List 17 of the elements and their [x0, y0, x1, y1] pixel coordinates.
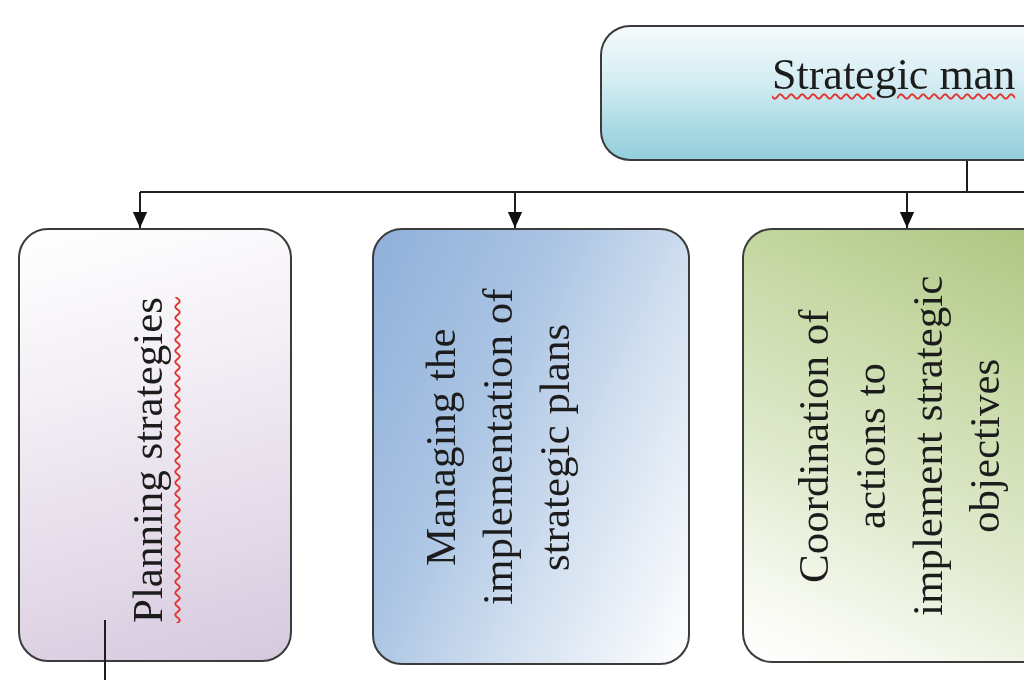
connector-line — [514, 191, 908, 193]
box-label: Strategic man — [772, 50, 1016, 100]
connector-line — [906, 191, 968, 193]
connector-line — [966, 160, 968, 193]
box-label: Planning strategies — [122, 297, 172, 623]
connector-line — [104, 619, 106, 680]
process-box — [18, 228, 292, 662]
arrow — [899, 191, 915, 229]
arrow — [132, 191, 148, 229]
connector-line — [139, 191, 516, 193]
process-box — [742, 228, 1024, 663]
arrow — [507, 191, 523, 229]
process-box — [600, 25, 1024, 161]
box-label: Coordination of actions to implement strategic objectives — [789, 274, 1009, 618]
box-label: Managing the implementation of strategic plans — [415, 287, 579, 607]
process-box — [372, 228, 690, 665]
connector-line — [966, 191, 1024, 193]
